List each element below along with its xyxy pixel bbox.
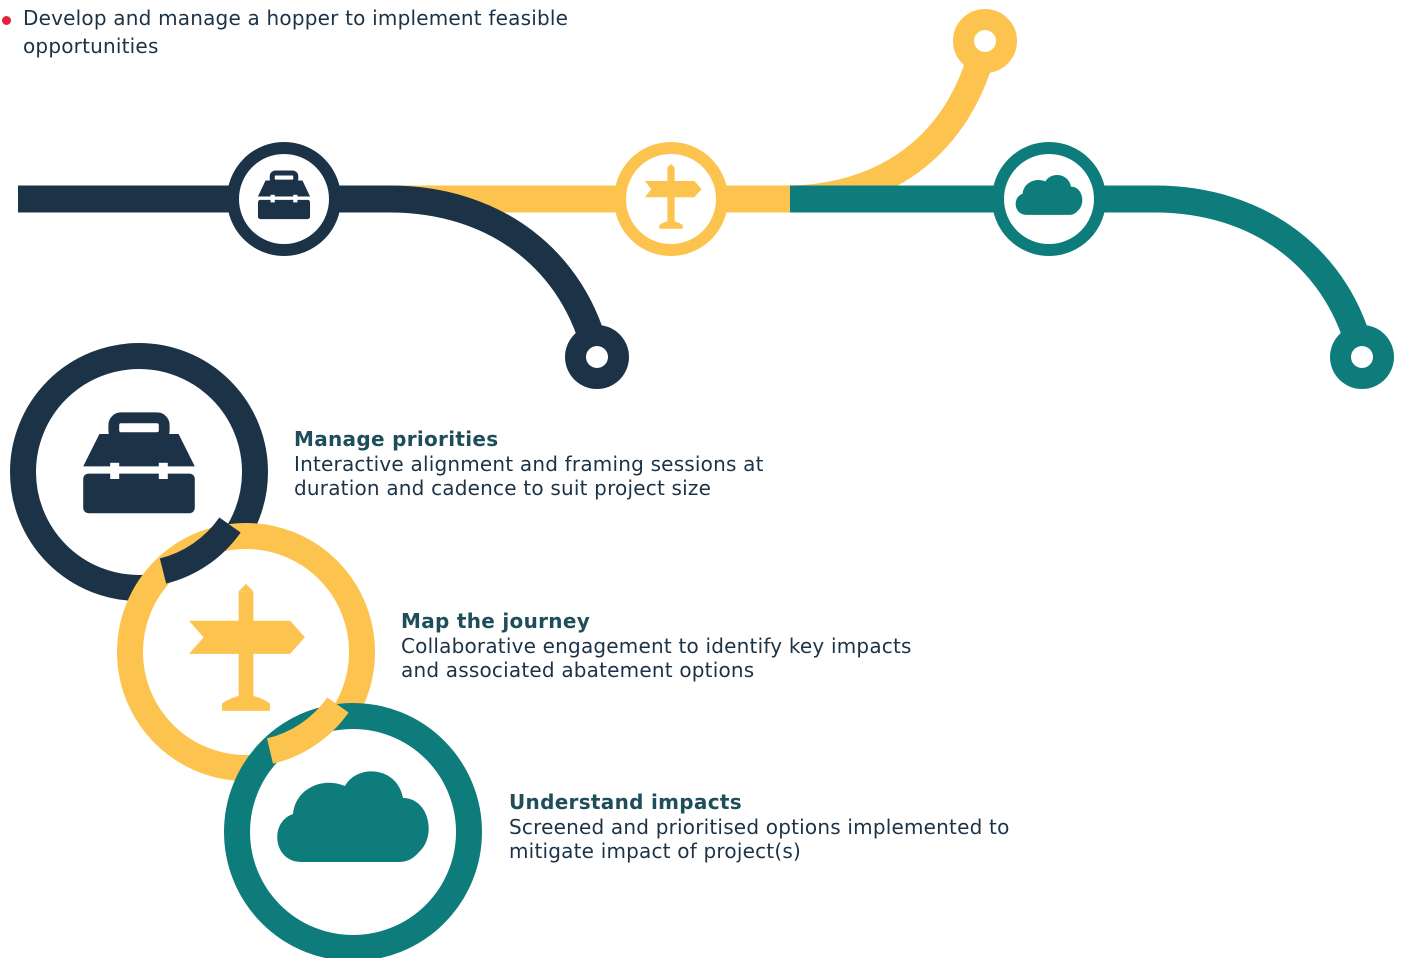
step-manage-priorities: Manage priorities Interactive alignment … xyxy=(294,426,814,500)
cloud-icon xyxy=(277,771,429,862)
step-description: Interactive alignment and framing sessio… xyxy=(294,452,764,500)
step-description: Screened and prioritised options impleme… xyxy=(509,815,1010,863)
bullet-text: Develop and manage a hopper to implement… xyxy=(23,6,569,58)
step-title: Map the journey xyxy=(401,609,591,633)
yellow-endpoint-hole xyxy=(974,30,996,52)
node-toolbox xyxy=(227,142,341,256)
cloud-icon xyxy=(1015,174,1083,215)
node-signpost xyxy=(614,142,728,256)
step-understand-impacts: Understand impacts Screened and prioriti… xyxy=(509,789,1029,863)
step-title: Understand impacts xyxy=(509,790,742,814)
navy-route-line xyxy=(18,185,611,361)
teal-endpoint-hole xyxy=(1351,346,1373,368)
signpost-icon xyxy=(644,163,702,229)
bullet-dot xyxy=(2,16,11,25)
yellow-ring-overlap xyxy=(266,697,349,764)
step-map-the-journey: Map the journey Collaborative engagement… xyxy=(401,608,921,682)
node-cloud xyxy=(992,142,1106,256)
toolbox-icon xyxy=(257,170,311,220)
navy-ring-overlap xyxy=(159,517,241,584)
toolbox-icon xyxy=(83,412,195,514)
step-description: Collaborative engagement to identify key… xyxy=(401,634,912,682)
teal-route-line xyxy=(790,185,1376,361)
signpost-icon xyxy=(188,583,305,711)
step-title: Manage priorities xyxy=(294,427,499,451)
navy-endpoint-hole xyxy=(586,346,608,368)
